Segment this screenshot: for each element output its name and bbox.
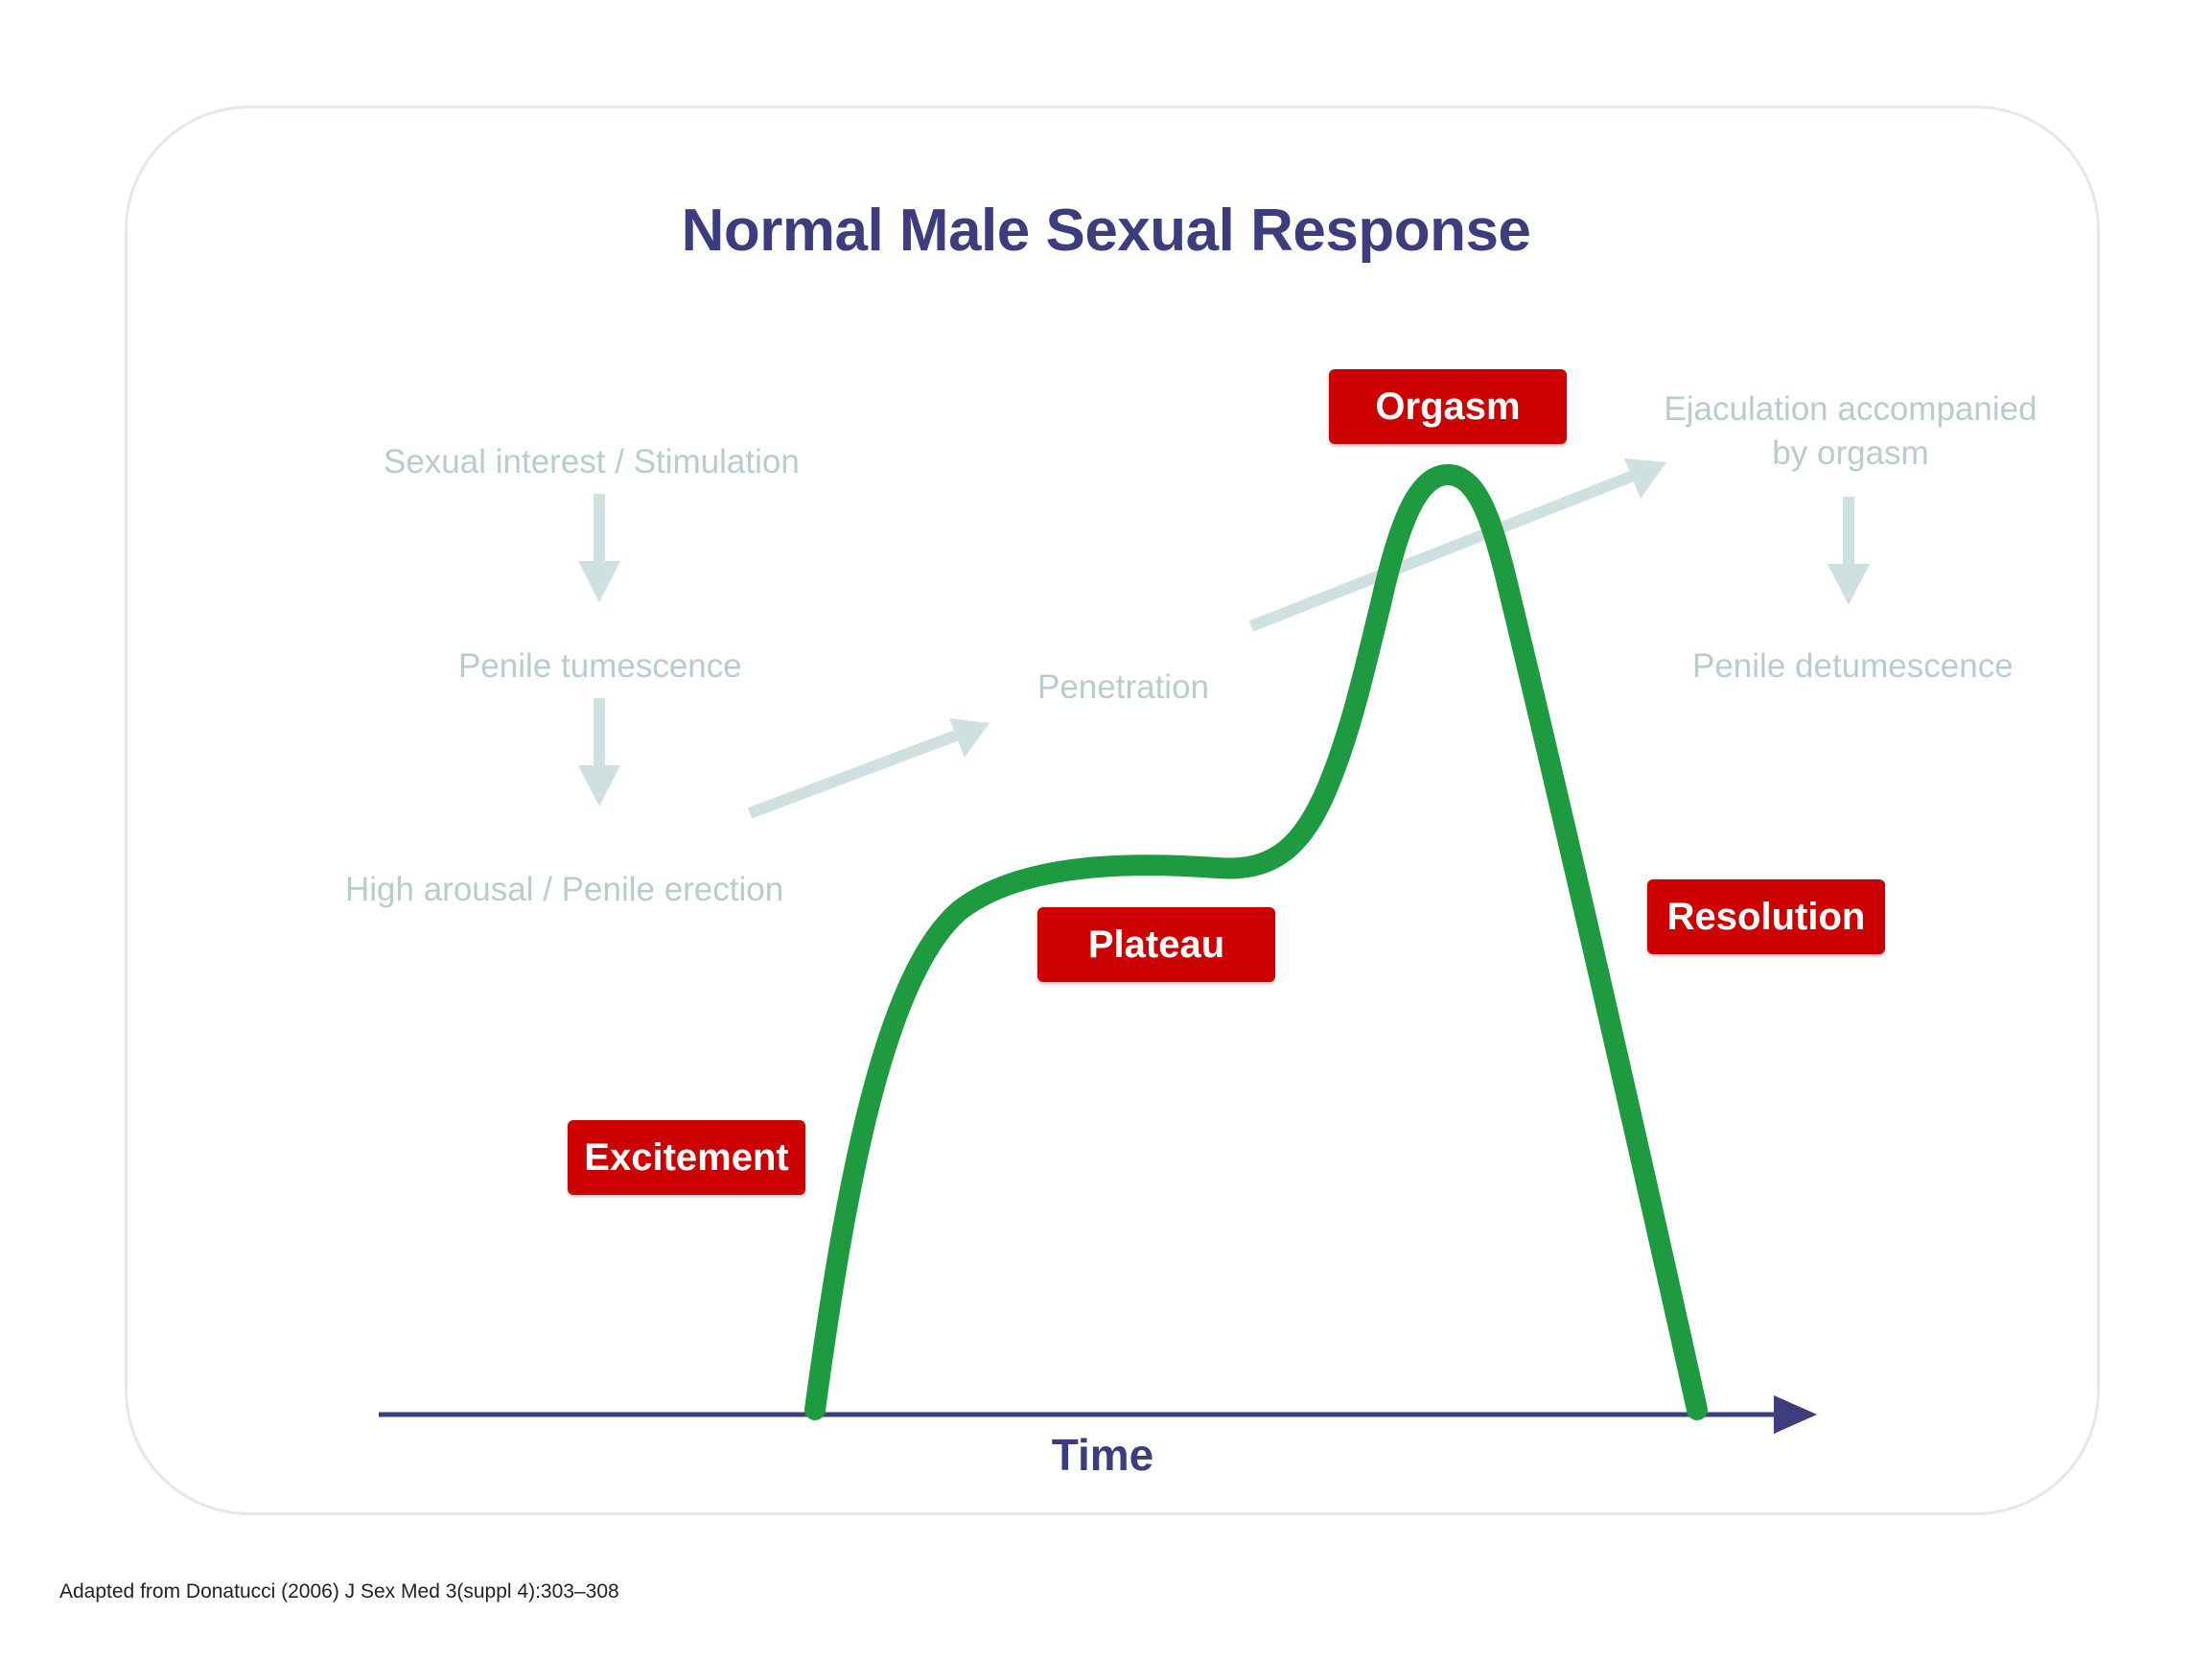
diagram-frame	[125, 105, 2100, 1515]
flow-label-stimulation: Sexual interest / Stimulation	[384, 443, 800, 480]
flow-label-erection: High arousal / Penile erection	[345, 871, 784, 908]
flow-label-tumescence: Penile tumescence	[458, 647, 742, 685]
flow-arrow-erection-to-penetration	[747, 718, 990, 819]
response-curve	[804, 464, 1708, 1420]
flow-label-detumescence: Penile detumescence	[1692, 647, 2014, 685]
citation: Adapted from Donatucci (2006) J Sex Med …	[59, 1580, 619, 1603]
flow-arrow-tumescence-to-erection	[578, 698, 620, 807]
stage-orgasm: Orgasm	[1329, 369, 1567, 444]
flow-label-ejaculation: Ejaculation accompanied by orgasm	[1630, 387, 2071, 476]
flow-label-penetration: Penetration	[1037, 668, 1210, 706]
flow-label-ejaculation-line2: by orgasm	[1772, 434, 1929, 472]
flow-label-ejaculation-line1: Ejaculation accompanied	[1664, 390, 2037, 428]
stage-resolution: Resolution	[1647, 879, 1885, 954]
x-axis-label: Time	[1051, 1430, 1154, 1480]
flow-arrow-stimulation-to-tumescence	[578, 494, 620, 602]
stage-plateau: Plateau	[1037, 907, 1275, 982]
diagram-title: Normal Male Sexual Response	[681, 198, 1531, 264]
stage-excitement: Excitement	[568, 1120, 805, 1195]
flow-arrow-ejaculation-to-detumescence	[1828, 497, 1870, 605]
flow-arrow-penetration-to-ejaculation	[1248, 458, 1666, 632]
